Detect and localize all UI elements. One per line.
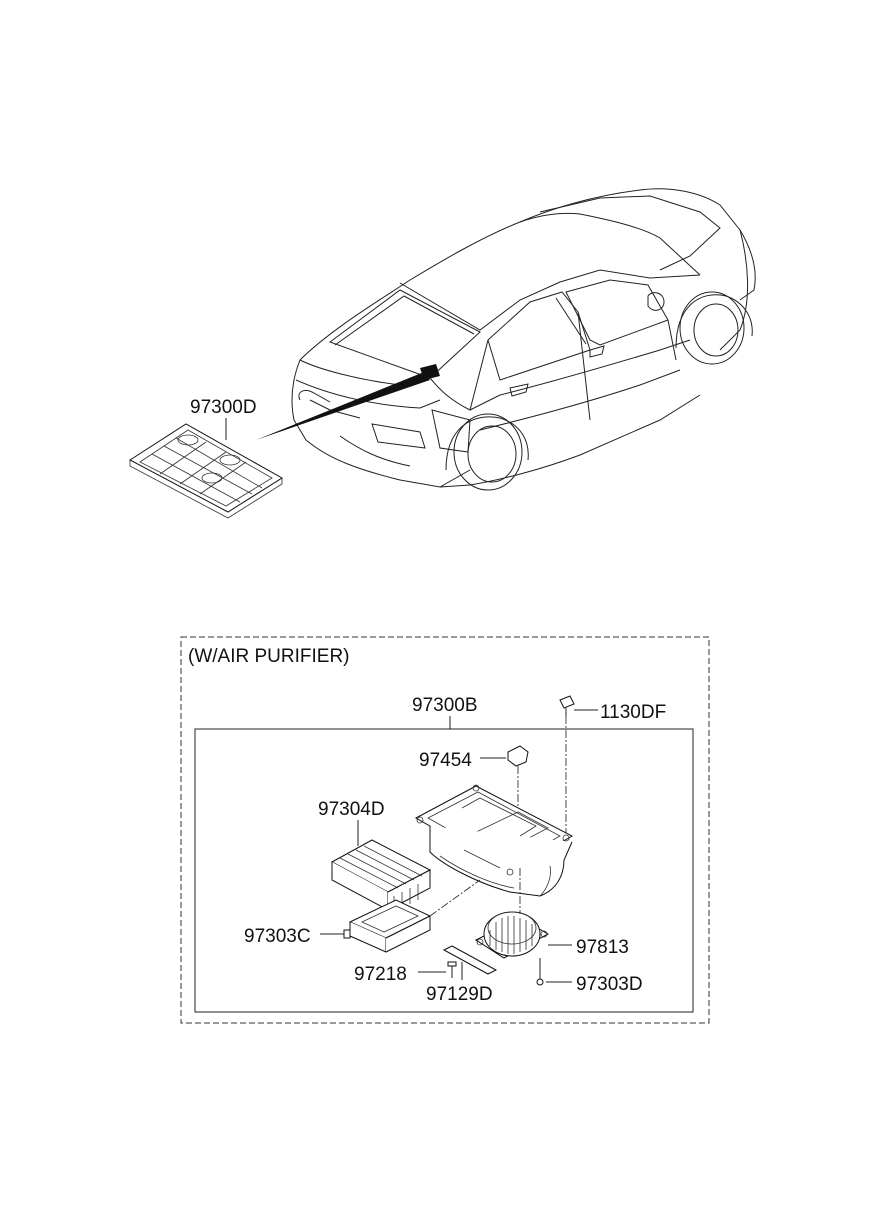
ionizer-97303C — [343, 899, 432, 953]
label-97303D: 97303D — [576, 974, 643, 995]
blower-motor-97813 — [474, 911, 550, 959]
filter-tray-illustration — [129, 423, 283, 519]
label-97218: 97218 — [354, 964, 407, 985]
blower-housing — [414, 784, 574, 897]
air-purifier-option-box — [180, 636, 710, 1024]
label-97303C: 97303C — [244, 926, 311, 947]
label-97300D: 97300D — [190, 397, 257, 418]
label-1130DF: 1130DF — [600, 702, 666, 723]
location-pointer — [256, 372, 430, 440]
screw-1130DF — [559, 695, 575, 716]
label-97304D: 97304D — [318, 799, 385, 820]
label-97454: 97454 — [419, 750, 472, 771]
assembly-frame — [194, 728, 694, 1013]
label-97129D: 97129D — [426, 984, 493, 1005]
clip-97454 — [507, 745, 529, 767]
bracket-97129D — [442, 945, 498, 975]
screw-97303D — [536, 958, 544, 986]
axis-97303C — [429, 879, 481, 917]
car-illustration — [291, 188, 756, 491]
label-97813: 97813 — [576, 937, 629, 958]
label-97300B: 97300B — [412, 695, 478, 716]
filter-97304D — [330, 839, 432, 912]
bolt-97218 — [447, 961, 457, 978]
option-title: (W/AIR PURIFIER) — [188, 646, 350, 667]
